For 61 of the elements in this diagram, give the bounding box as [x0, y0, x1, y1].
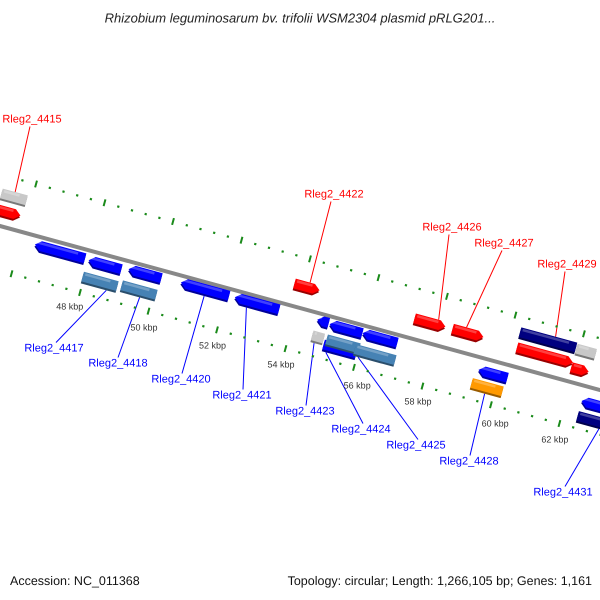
gene-feature [34, 241, 86, 265]
gene-label: Rleg2_4427 [473, 238, 535, 250]
gene-label: Rleg2_4425 [385, 440, 447, 452]
gene-feature [0, 202, 20, 221]
gene-feature [412, 314, 446, 332]
gene-label: Rleg2_4420 [150, 374, 212, 386]
scale-label: 54 kbp [267, 360, 294, 371]
scale-label: 50 kbp [130, 322, 158, 334]
gene-feature [518, 327, 578, 354]
accession-text: Accession: NC_011368 [10, 574, 140, 588]
gene-label: Rleg2_4417 [23, 342, 85, 356]
gene-feature [569, 362, 589, 378]
gene-feature [180, 279, 230, 302]
scale-label: 58 kbp [404, 396, 432, 408]
gene-label: Rleg2_4428 [438, 456, 500, 468]
leader-line [325, 352, 364, 424]
leader-line [564, 428, 600, 487]
gene-feature [128, 266, 163, 285]
gene-feature [576, 411, 600, 432]
gene-feature [292, 278, 320, 296]
leader-line [118, 296, 140, 358]
gene-label: Rleg2_4422 [303, 188, 365, 202]
gene-feature [352, 344, 397, 367]
leader-line [555, 271, 566, 338]
gene-label: Rleg2_4415 [1, 114, 63, 126]
leader-line [470, 393, 486, 456]
gene-label: Rleg2_4423 [274, 406, 336, 418]
gene-feature [234, 294, 280, 316]
leader-line [182, 296, 205, 374]
gene-feature [0, 188, 28, 207]
gene-feature [581, 398, 600, 416]
gene-feature [316, 316, 330, 330]
genome-info-text: Topology: circular; Length: 1,266,105 bp; Genes: 1,161 [288, 574, 592, 588]
scale-label: 60 kbp [482, 418, 509, 430]
gene-feature [574, 344, 597, 361]
gene-label: Rleg2_4426 [421, 222, 483, 234]
leader-line [438, 234, 450, 320]
map-title: Rhizobium leguminosarum bv. trifolii WSM2304 plasmid pRLG201... [104, 10, 496, 26]
leader-line [357, 356, 418, 440]
leader-line [242, 307, 247, 390]
scale-label: 48 kbp [56, 302, 84, 313]
scale-label: 56 kbp [344, 380, 371, 392]
gene-feature [450, 324, 484, 342]
gene-feature [478, 366, 509, 384]
gene-feature [80, 272, 119, 293]
gene-feature [120, 280, 158, 302]
gene-label: Rleg2_4418 [87, 358, 149, 370]
gene-label: Rleg2_4431 [532, 486, 594, 500]
gene-feature [362, 330, 399, 350]
leader-line [466, 250, 502, 328]
gene-feature [310, 330, 326, 346]
gene-label: Rleg2_4429 [536, 258, 598, 272]
gene-feature [329, 320, 364, 340]
leader-line [14, 126, 30, 192]
leader-line [310, 201, 332, 284]
gene-label: Rleg2_4424 [330, 424, 392, 436]
gene-label: Rleg2_4421 [211, 390, 273, 402]
scale-label: 62 kbp [541, 434, 568, 446]
leader-line [306, 342, 315, 406]
scale-label: 52 kbp [198, 340, 226, 352]
gene-feature [88, 256, 123, 276]
